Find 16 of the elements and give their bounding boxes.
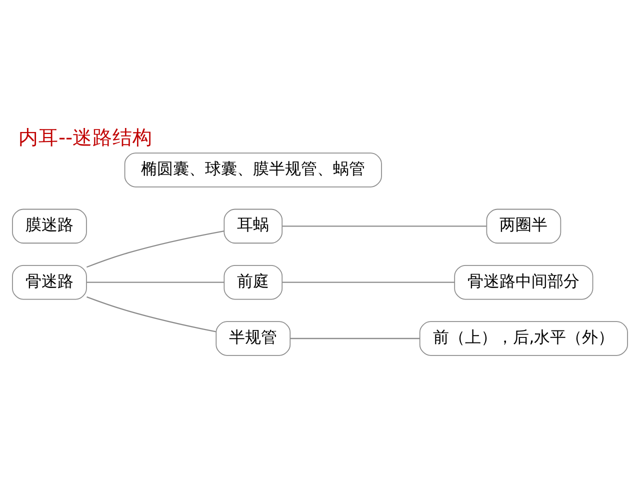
- connector: [282, 282, 455, 283]
- node-box: 膜迷路: [12, 208, 87, 244]
- connector: [86, 230, 224, 268]
- node-box: 耳蜗: [224, 208, 283, 244]
- connector: [86, 282, 224, 283]
- node-box: 椭圆囊、球囊、膜半规管、蜗管: [124, 152, 382, 188]
- node-box: 半规管: [216, 321, 291, 356]
- node-box: 前庭: [224, 264, 283, 300]
- diagram-title: 内耳--迷路结构: [18, 126, 153, 149]
- connector: [86, 296, 216, 332]
- connector: [282, 226, 486, 227]
- node-box: 骨迷路: [12, 264, 87, 300]
- node-box: 前（上），后,水平（外）: [419, 321, 628, 356]
- node-box: 骨迷路中间部分: [454, 264, 594, 300]
- connector: [290, 338, 420, 340]
- node-box: 两圈半: [486, 208, 562, 244]
